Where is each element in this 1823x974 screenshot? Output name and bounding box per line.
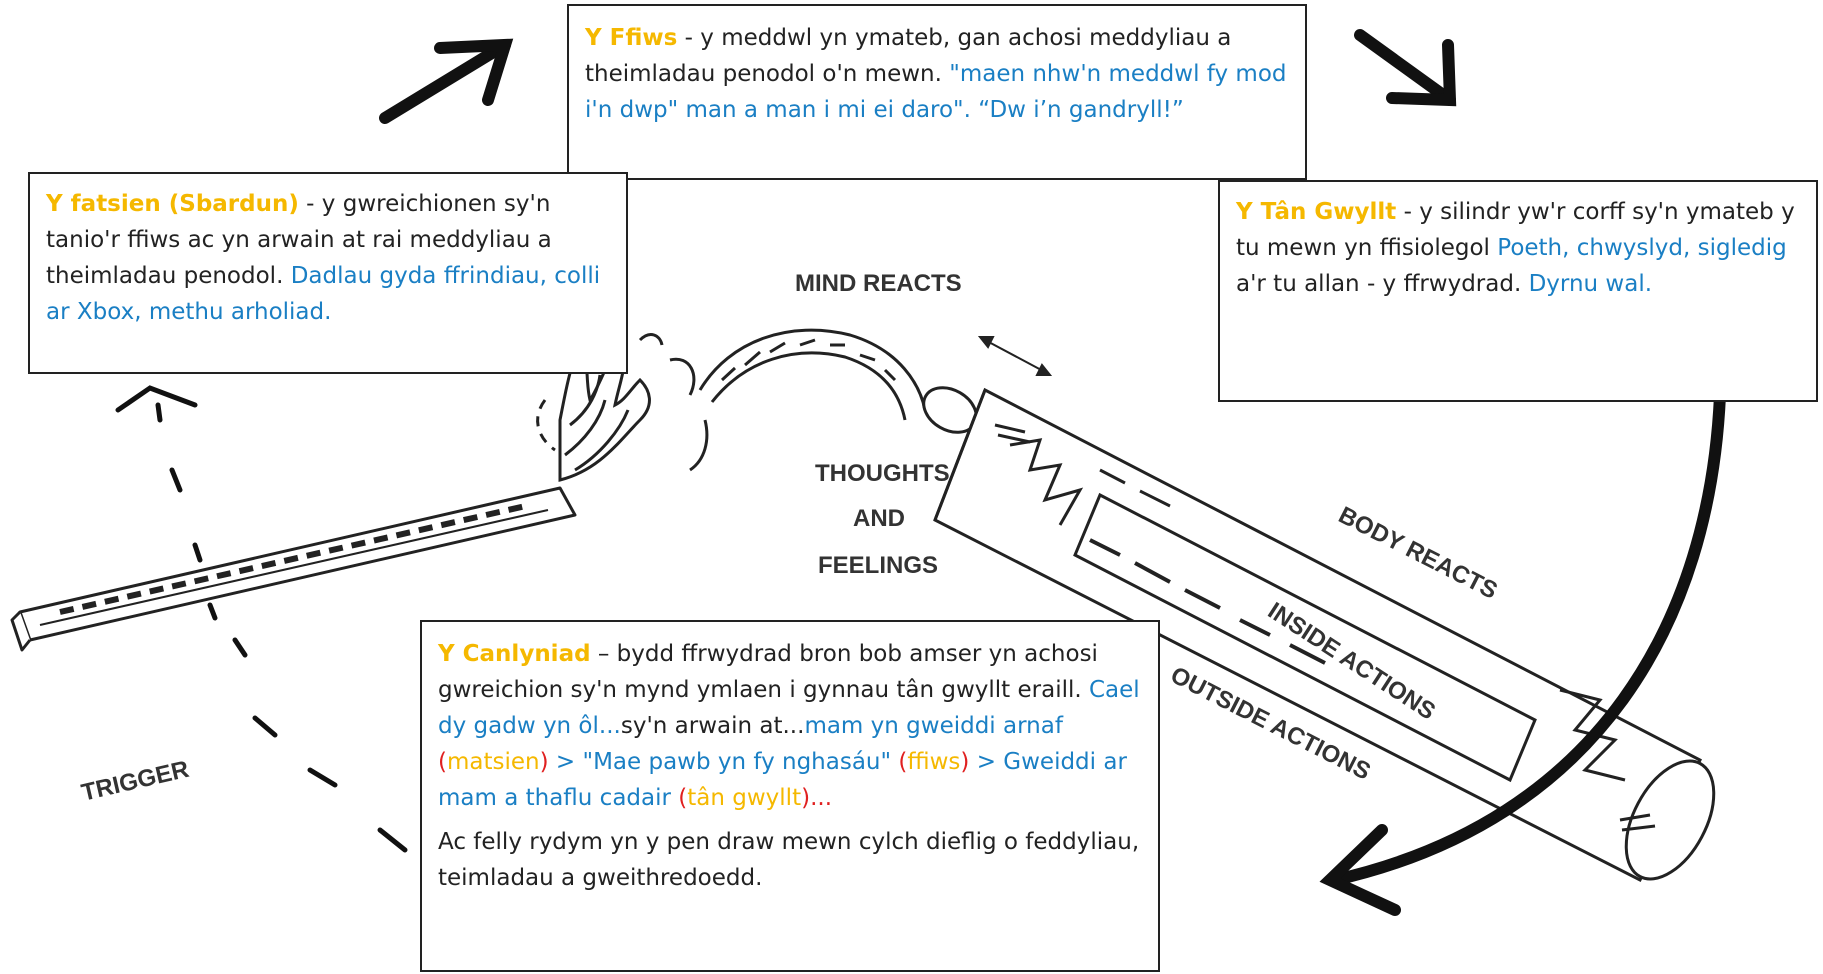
result-paragraph: Y Canlyniad – bydd ffrwydrad bron bob am… [438,636,1142,816]
firework-text-2: a'r tu allan - y ffrwydrad. [1236,271,1529,297]
paren-open-3: ( [678,785,688,811]
firework-title: Y Tân Gwyllt [1236,199,1397,225]
mind-reacts-label: MIND REACTS [795,270,962,297]
arrow-fuse-to-firework [1354,29,1457,107]
result-title: Y Canlyniad [438,641,591,667]
match-title: Y fatsien (Sbardun) [46,191,299,217]
result-conclusion: Ac felly rydym yn y pen draw mewn cylch … [438,829,1140,891]
arrow-firework-to-result [1319,389,1726,916]
result-example-2: mam yn gweiddi arnaf [804,713,1063,739]
paren-open-2: ( [898,749,908,775]
firework-example-1: Poeth, chwyslyd, sigledig [1497,235,1787,261]
match-stick [10,486,577,652]
firework-cylinder [933,387,1716,883]
paren-close-1: ) [539,749,549,775]
result-example-4: > Gweiddi ar mam a thaflu cadair [438,749,1127,811]
mind-reacts-arrow [977,336,1053,376]
paren-close-2: ) [960,749,970,775]
fuse-example: "maen nhw'n meddwl fy mod i'n dwp" man a… [585,61,1287,123]
firework-text-1: - y silindr yw'r corff sy'n ymateb y tu … [1236,199,1795,261]
and-label: AND [853,505,905,532]
result-text-1: – bydd ffrwydrad bron bob amser yn achos… [438,641,1098,703]
word-firework: tân gwyllt [687,785,802,811]
word-fuse: ffiws [907,749,961,775]
fuse-box: Y Ffiws - y meddwl yn ymateb, gan achosi… [567,4,1307,180]
thoughts-label: THOUGHTS [815,460,950,487]
fuse-text: - y meddwl yn ymateb, gan achosi meddyli… [585,25,1232,87]
match-box: Y fatsien (Sbardun) - y gwreichionen sy'… [28,172,628,374]
firework-example-2: Dyrnu wal. [1528,271,1653,297]
result-ellipsis: ... [810,785,833,811]
feelings-label: FEELINGS [818,552,939,579]
result-box: Y Canlyniad – bydd ffrwydrad bron bob am… [420,620,1160,972]
firework-box: Y Tân Gwyllt - y silindr yw'r corff sy'n… [1218,180,1818,402]
word-match: matsien [446,749,540,775]
result-text-2: sy'n arwain at... [620,713,805,739]
result-example-1: Cael dy gadw yn ôl... [438,677,1140,739]
paren-open-1: ( [438,749,447,775]
paren-close-3: ) [801,785,811,811]
arrow-match-to-fuse [379,38,514,124]
result-example-3: > "Mae pawb yn fy nghasáu" [548,749,899,775]
match-flame [528,333,709,482]
match-text: - y gwreichionen sy'n tanio'r ffiws ac y… [46,191,552,289]
fuse-title: Y Ffiws [585,25,678,51]
match-example: Dadlau gyda ffrindiau, colli ar Xbox, me… [46,263,601,325]
fuse [698,328,978,434]
